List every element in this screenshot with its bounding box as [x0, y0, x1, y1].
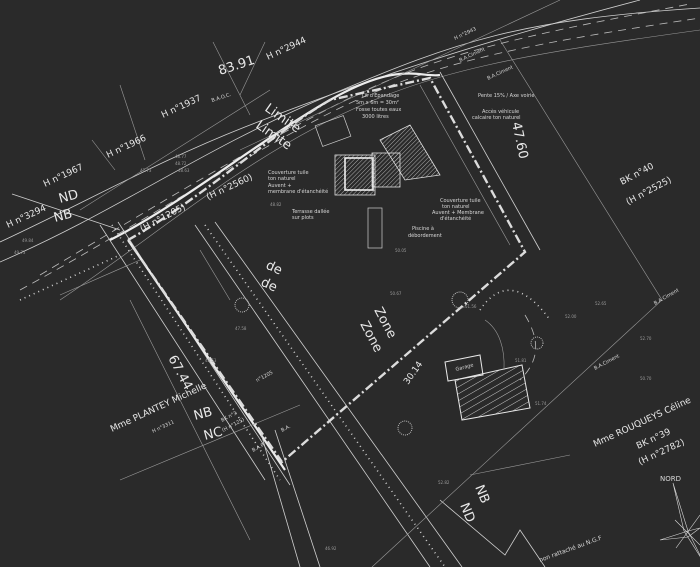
annotation: calcaire ton naturel: [472, 115, 521, 121]
level: 46.92: [325, 546, 337, 551]
ngf-note: non rattaché au N.G.F: [538, 534, 603, 563]
marker-label: B.A.: [280, 424, 292, 434]
level: 52.70: [640, 336, 652, 341]
level: 50.70: [640, 376, 652, 381]
annotation: Auvent + Membrane: [432, 210, 484, 216]
parcel-lines: [119, 39, 663, 567]
level: 52.65: [595, 301, 607, 306]
parcel-label: H n°1966: [105, 133, 148, 160]
zone-label: de: [258, 275, 279, 295]
zone-label: ND: [57, 187, 80, 207]
zone-label: de: [263, 258, 284, 278]
level: 48.77: [175, 154, 187, 159]
access-road-edge: [439, 71, 541, 251]
annotation: Garage: [455, 362, 474, 373]
annotation: Couverture tuile: [268, 170, 309, 176]
parcel-label: H n°1967: [42, 163, 85, 190]
level: 48.82: [270, 202, 282, 207]
zone-strips: [19, 221, 463, 567]
annotations: Lit d'Epandage 5m x 6m = 30m² Fosse tout…: [268, 93, 535, 373]
annotation: d'étanchéité: [440, 215, 471, 222]
marker-label: B.A.P: [251, 442, 265, 453]
marker-label: B.A.Ciment: [593, 353, 620, 371]
zone-label: NB: [471, 483, 492, 506]
labels: 83.91 47.60 67.44 30.14 H n°2944 H n°294…: [5, 26, 693, 564]
parcel-label: H n°3294: [5, 203, 48, 230]
house: [314, 115, 441, 249]
level: 47.58: [235, 326, 247, 331]
annotation: Couverture tuile: [440, 198, 481, 204]
annotation: Pente 15% / Axe voirie: [478, 93, 535, 99]
annotation: ton naturel: [268, 176, 296, 182]
level: 49.73: [14, 250, 26, 255]
dim-east: 47.60: [508, 121, 530, 161]
parcel-label: BK n°40: [619, 162, 656, 188]
level: 51.74: [535, 401, 547, 406]
annotation: Piscine à: [412, 225, 434, 232]
level: 51.81: [515, 358, 527, 363]
level: 52.00: [565, 314, 577, 319]
road-lines: [0, 0, 700, 301]
level: 48.72: [175, 161, 187, 166]
annotation: Fosse toutes eaux: [356, 107, 401, 113]
access-road-edge-inner: [419, 84, 511, 246]
marker-label: B.A.Ciment: [486, 65, 514, 82]
annotation: Terrasse dallée: [291, 208, 329, 215]
dim-north: 83.91: [217, 53, 257, 79]
parcel-label: H n°2943: [453, 26, 477, 41]
annotation: Lit d'Epandage: [362, 93, 399, 99]
level: 47.73: [140, 168, 152, 173]
pool: [367, 207, 383, 249]
plot-boundary: [126, 76, 527, 464]
level: 48.63: [178, 168, 190, 173]
annotation: membrane d'étanchéité: [268, 188, 328, 195]
parcel-label: (H n°1205): [139, 202, 188, 234]
annotation: Accès véhicule: [482, 108, 519, 115]
annotation: 5m x 6m = 30m²: [356, 100, 399, 106]
parcel-label: H n°3311: [151, 419, 175, 434]
zone-label: ND: [456, 501, 477, 525]
annotation: débordement: [408, 232, 442, 239]
parcel-label: n°1205: [255, 370, 274, 384]
annotation: sur plots: [292, 215, 314, 221]
level: 51.56: [465, 304, 477, 309]
level: 48.53: [205, 358, 217, 363]
level: 49.84: [22, 238, 34, 243]
zone-label: NB: [192, 405, 214, 424]
zone-label: NC: [202, 425, 224, 444]
annotation: ton naturel: [442, 204, 470, 210]
neighbour-house: [234, 289, 551, 436]
parcel-label: H n°1937: [160, 94, 203, 121]
marker-label: B.A.O.C.: [211, 92, 233, 104]
annotation: 3000 litres: [362, 114, 389, 120]
level: 52.82: [438, 480, 450, 485]
parcel-label: H n°2944: [265, 35, 308, 62]
dim-south: 30.14: [402, 360, 425, 387]
north-label: NORD: [660, 475, 681, 483]
zone-label: NB: [52, 207, 74, 226]
level: 50.67: [390, 291, 402, 296]
level: 50.05: [395, 248, 407, 253]
marker-label: B.A.Ciment: [653, 288, 680, 307]
marker-label: B.A.Ciment: [458, 47, 486, 64]
annotation: Auvent +: [268, 183, 292, 189]
spot-levels: 48.77 48.72 48.63 47.73 49.84 49.73 48.8…: [14, 154, 652, 551]
north-arrow-compass-icon: [659, 482, 700, 557]
